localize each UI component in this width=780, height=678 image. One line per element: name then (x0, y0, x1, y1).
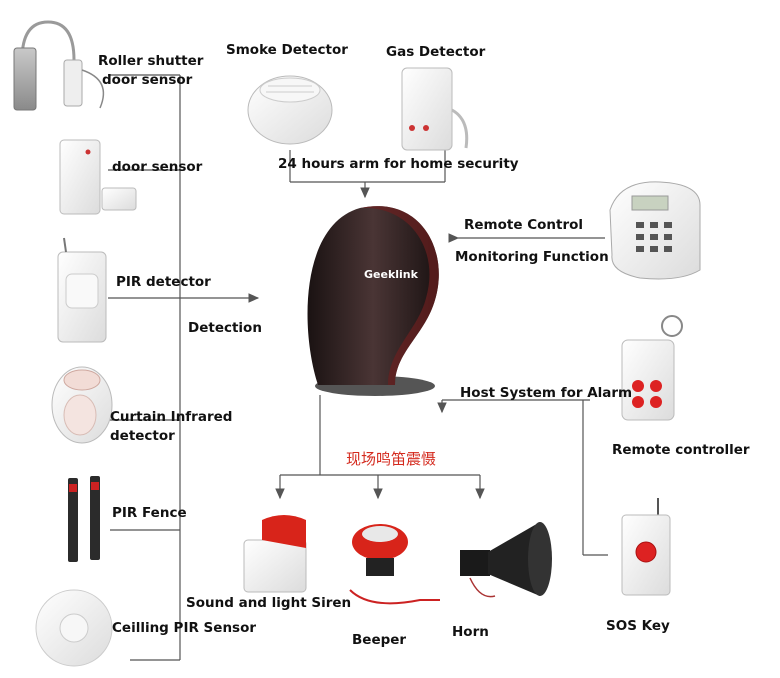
ceiling-pir-label: Ceilling PIR Sensor (112, 620, 257, 636)
beeper-image (349, 524, 440, 605)
ceiling-pir-image (35, 589, 113, 667)
curtain-infrared-image (51, 366, 113, 444)
gas-detector-image (401, 67, 469, 151)
smoke-detector-image (247, 75, 333, 145)
monitoring-label: Monitoring Function (455, 249, 609, 265)
remote-controller-label: Remote controller (612, 442, 750, 458)
gas-detector-label: Gas Detector (386, 44, 486, 60)
host-system-label: Host System for Alarm (460, 385, 633, 401)
pir-fence-image (68, 476, 100, 562)
door-sensor-image (59, 139, 137, 215)
door-sensor-label: door sensor (112, 159, 203, 175)
remote-controller-image (621, 315, 683, 421)
chinese-title-label: 现场鸣笛震慑 (346, 450, 437, 468)
roller-shutter-label-line2: door sensor (102, 72, 193, 88)
pir-detector-label: PIR detector (116, 274, 211, 290)
horn-image (460, 522, 552, 598)
siren-label: Sound and light Siren (186, 595, 352, 611)
hub-brand-label: Geeklink (364, 268, 418, 281)
connector-lines (108, 74, 608, 661)
detection-label: Detection (188, 320, 262, 336)
telephone-image (609, 181, 701, 280)
horn-label: Horn (452, 624, 489, 640)
arm-24h-label: 24 hours arm for home security (278, 156, 519, 172)
sos-key-label: SOS Key (606, 618, 670, 634)
sos-key-image (621, 498, 671, 596)
geeklink-hub-image (307, 206, 439, 396)
roller-shutter-sensor-image (13, 20, 105, 111)
curtain-label-line1: Curtain Infrared (110, 409, 233, 425)
pir-detector-image (57, 237, 107, 343)
smoke-detector-label: Smoke Detector (226, 42, 348, 58)
curtain-label-line2: detector (110, 428, 175, 444)
roller-shutter-label-line1: Roller shutter (98, 53, 204, 69)
siren-image (243, 515, 307, 593)
beeper-label: Beeper (352, 632, 407, 648)
remote-control-label: Remote Control (464, 217, 584, 233)
pir-fence-label: PIR Fence (112, 505, 187, 521)
